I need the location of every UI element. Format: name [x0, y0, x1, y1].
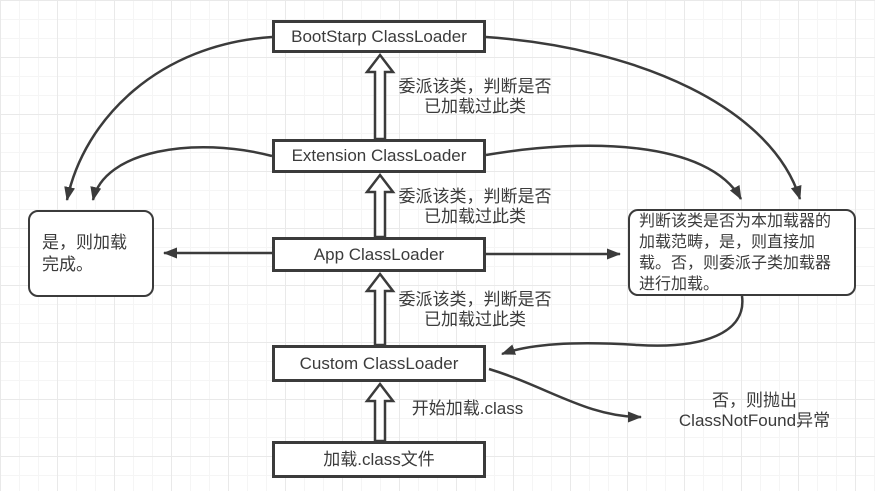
node-load-class-file: 加载.class文件: [272, 441, 486, 478]
node-extension-classloader: Extension ClassLoader: [272, 139, 486, 173]
edge-custom-to-notfound: [488, 367, 642, 423]
node-load-complete: 是，则加载完成。: [28, 210, 154, 297]
node-custom-classloader: Custom ClassLoader: [272, 345, 486, 382]
edge-extension-to-judge: [485, 144, 743, 200]
node-judge-scope: 判断该类是否为本加载器的加载范畴，是，则直接加载。否，则委派子类加载器进行加载。: [628, 209, 856, 296]
label-delegate-to-bootstrap: 委派该类，判断是否 已加载过此类: [398, 77, 552, 116]
node-app-classloader: App ClassLoader: [272, 237, 486, 272]
edge-extension-to-done: [90, 146, 273, 201]
label-start-loading-class: 开始加载.class: [411, 399, 524, 418]
block-arrow-classfile-to-custom-icon: [364, 381, 396, 443]
edge-judge-to-custom: [501, 295, 744, 356]
node-bootstrap-classloader: BootStarp ClassLoader: [272, 20, 486, 53]
label-classnotfound-exception: 否，则抛出 ClassNotFound异常: [678, 391, 831, 430]
edge-bootstrap-to-done: [64, 35, 273, 201]
label-delegate-to-app: 委派该类，判断是否 已加载过此类: [398, 290, 552, 329]
label-delegate-to-extension: 委派该类，判断是否 已加载过此类: [398, 187, 552, 226]
edge-bootstrap-to-judge: [485, 35, 802, 200]
